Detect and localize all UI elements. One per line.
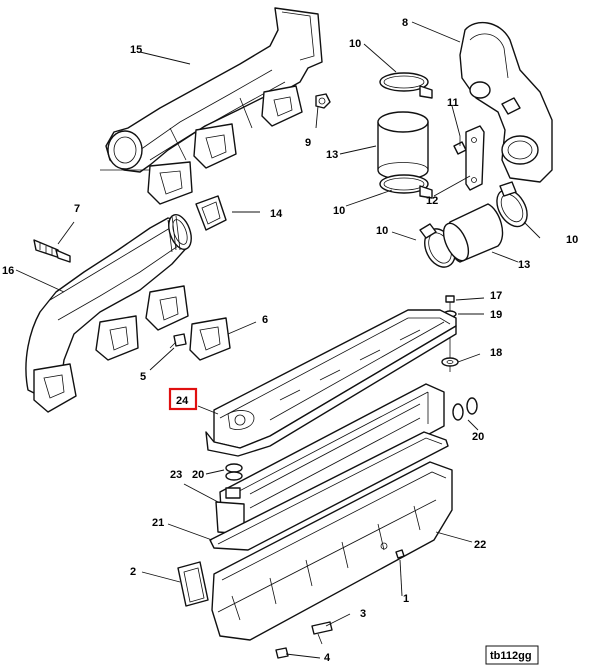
callout-7: 7	[74, 203, 80, 215]
callout-24: 24	[176, 395, 189, 407]
callout-13-bottom: 13	[518, 259, 530, 271]
highlighted-callout-24[interactable]: 24	[168, 387, 198, 411]
callout-3: 3	[360, 608, 366, 620]
callout-10-top: 10	[349, 38, 361, 50]
callout-20-left: 20	[192, 469, 204, 481]
callout-5: 5	[140, 371, 146, 383]
exhaust-manifold-lower	[25, 214, 192, 413]
callout-8: 8	[402, 17, 408, 29]
bolt-isolator	[441, 357, 459, 367]
callout-10-mid: 10	[333, 205, 345, 217]
callout-10-right: 10	[566, 234, 578, 246]
manifold-gasket-ring	[195, 195, 227, 231]
support-bracket	[465, 125, 485, 191]
figure-id-label: tb112gg	[490, 650, 532, 662]
leader-lines	[15, 21, 541, 659]
callout-4: 4	[324, 652, 331, 664]
clamp-upper	[379, 72, 433, 99]
callout-10-left: 10	[376, 225, 388, 237]
turbo-outlet-elbow	[459, 21, 553, 183]
callout-15: 15	[130, 44, 142, 56]
callout-21: 21	[152, 517, 164, 529]
bracket-bolt	[453, 136, 467, 155]
rocker-cover-upper	[205, 309, 457, 457]
callout-16: 16	[2, 265, 14, 277]
callout-20-right: 20	[472, 431, 484, 443]
callout-13-top: 13	[326, 149, 338, 161]
short-bolt	[275, 647, 289, 659]
callout-19: 19	[490, 309, 502, 321]
callout-labels: 15 10 8 11 9 13 10 12 10 10 13 14 7 16 6…	[2, 17, 578, 664]
clamp-middle	[379, 174, 433, 199]
callout-6: 6	[262, 314, 268, 326]
o-rings-left	[225, 463, 243, 481]
sleeve-lower	[442, 203, 504, 263]
rocker-housing	[215, 383, 445, 535]
exhaust-nut	[315, 93, 331, 109]
clamp-lower-right	[496, 181, 528, 228]
sleeve-upper	[377, 111, 429, 180]
callout-17: 17	[490, 290, 502, 302]
callout-14: 14	[270, 208, 283, 220]
callout-23: 23	[170, 469, 182, 481]
callout-9: 9	[305, 137, 311, 149]
figure-id-box: tb112gg	[485, 645, 539, 665]
exhaust-manifold-upper	[100, 7, 323, 205]
callout-22: 22	[474, 539, 486, 551]
housing-screw	[395, 549, 405, 559]
manifold-stud	[33, 239, 71, 263]
port-gasket	[189, 317, 231, 361]
callout-2: 2	[130, 566, 136, 578]
housing-gasket	[209, 431, 449, 551]
o-rings-right	[452, 397, 478, 421]
end-gasket	[177, 561, 209, 607]
callout-12: 12	[426, 195, 438, 207]
callout-1: 1	[403, 593, 409, 605]
callout-18: 18	[490, 347, 502, 359]
long-bolt	[311, 621, 333, 645]
rocker-housing-lower	[211, 461, 453, 641]
callout-11: 11	[447, 97, 459, 109]
highlight-box	[168, 387, 198, 411]
port-bolt	[169, 333, 187, 349]
